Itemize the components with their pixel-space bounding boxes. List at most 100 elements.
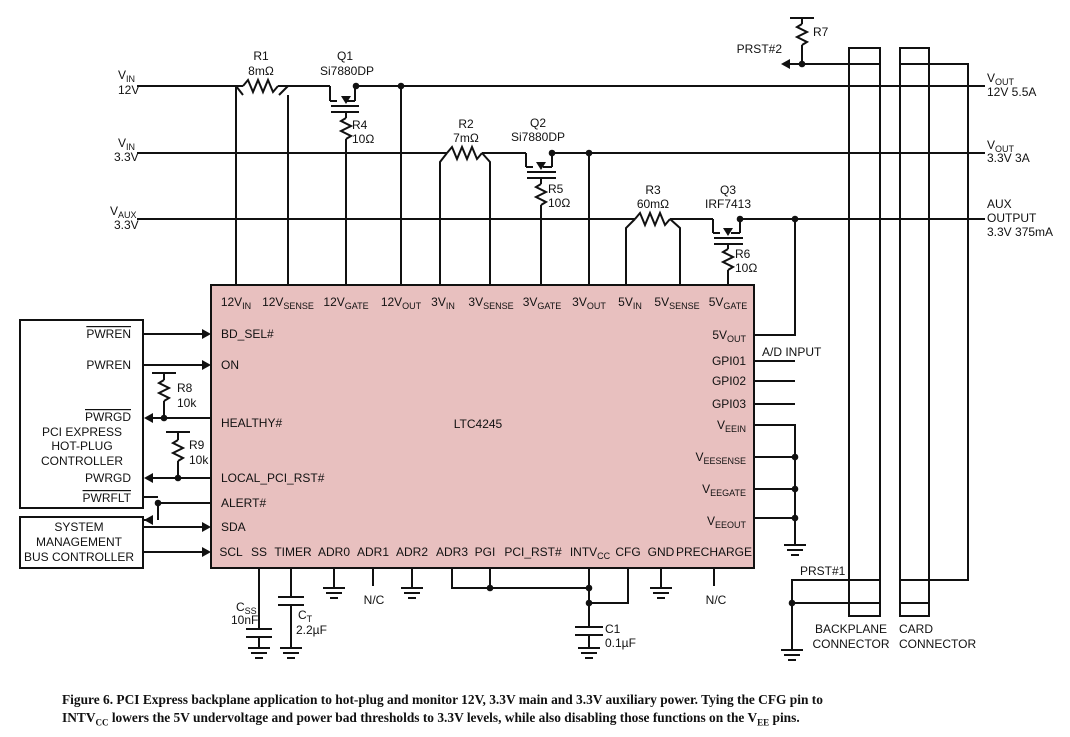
ic-top-pins: 12VIN 12VSENSE 12VGATE 12VOUT 3VIN 3VSEN… — [221, 295, 747, 311]
bottom-pin-wiring — [246, 568, 715, 659]
controller-name-2: HOT-PLUG — [51, 439, 112, 453]
card-label-1: CARD — [899, 622, 933, 636]
pin-on: ON — [221, 358, 239, 372]
r8-value: 10k — [177, 396, 197, 410]
q3-arrow — [723, 228, 733, 236]
vout33-value: 3.3V 3A — [987, 151, 1030, 165]
card-side-wiring — [880, 63, 985, 581]
card-connector — [899, 47, 930, 617]
controller-name-1: PCI EXPRESS — [42, 425, 122, 439]
q3-ref: Q3 — [720, 183, 736, 197]
figure-caption: Figure 6. PCI Express backplane applicat… — [62, 692, 823, 728]
right-pin-junctions — [791, 453, 799, 522]
r4-value: 10Ω — [352, 132, 374, 146]
q3-part: IRF7413 — [705, 197, 751, 211]
rail-aux — [137, 210, 849, 336]
vout33-label: VOUT — [987, 138, 1015, 154]
pin-gnd: GND — [648, 545, 675, 559]
smbus-controller-box — [19, 516, 144, 569]
schematic: LTC4245 12VIN 12VSENSE 12VGATE 12VOUT 3V… — [19, 17, 1053, 661]
vin12-label: VIN — [118, 68, 135, 84]
prst2-arrow — [781, 59, 790, 69]
hot-plug-controller-box — [19, 319, 144, 509]
adr1-nc: N/C — [364, 593, 385, 607]
connector-pins — [849, 63, 929, 604]
controller-name-3: CONTROLLER — [41, 454, 123, 468]
backplane-label-1: BACKPLANE — [815, 622, 887, 636]
r7-ref: R7 — [813, 25, 829, 39]
c1-ref: C1 — [605, 622, 621, 636]
r5-ref: R5 — [548, 182, 564, 196]
pin-intvcc: INTVCC — [570, 545, 611, 561]
pin-adr1: ADR1 — [357, 545, 389, 559]
controller-signal-pwrgd: PWRGD — [85, 471, 131, 485]
prst1-wiring — [781, 579, 849, 661]
controller-signal-pwren: PWREN — [86, 358, 131, 372]
ic-name: LTC4245 — [454, 417, 503, 431]
vin33-value: 3.3V — [114, 150, 139, 164]
r2-value: 7mΩ — [453, 131, 479, 145]
pin-cfg: CFG — [615, 545, 640, 559]
rail-12v — [137, 77, 849, 285]
aux-output-line2: OUTPUT — [987, 211, 1037, 225]
r5-value: 10Ω — [548, 196, 570, 210]
vin33-label: VIN — [118, 136, 135, 152]
pin-5vsense: 5VSENSE — [654, 295, 699, 311]
pin-adr2: ADR2 — [396, 545, 428, 559]
q2-ref: Q2 — [530, 116, 546, 130]
precharge-nc: N/C — [706, 593, 727, 607]
c1-value: 0.1µF — [605, 636, 636, 650]
r2-ref: R2 — [458, 117, 474, 131]
left-signal-wiring — [143, 333, 211, 553]
pin-veegate: VEEGATE — [702, 482, 746, 498]
left-signal-arrows — [144, 329, 211, 557]
vaux-label: VAUX — [110, 204, 137, 220]
pin-pgi: PGI — [475, 545, 496, 559]
backplane-label-2: CONNECTOR — [812, 637, 889, 651]
pin-bd-sel: BD_SEL# — [221, 327, 274, 341]
pin-3vsense: 3VSENSE — [468, 295, 513, 311]
pin-3vgate: 3VGATE — [523, 295, 562, 311]
controller-signal-pwren-n: PWREN — [86, 327, 131, 341]
bottom-junctions — [486, 584, 593, 607]
pin-12vin: 12VIN — [221, 295, 251, 311]
right-pin-wiring — [754, 360, 806, 556]
pin-healthy: HEALTHY# — [221, 416, 282, 430]
css-value: 10nF — [231, 613, 258, 627]
pin-precharge: PRECHARGE — [676, 545, 752, 559]
r1-value: 8mΩ — [248, 64, 274, 78]
r8-ref: R8 — [177, 381, 193, 395]
ltc4245-ic-body — [210, 284, 755, 569]
vin12-value: 12V — [118, 83, 139, 97]
pin-adr0: ADR0 — [318, 545, 350, 559]
pin-local-pci-rst: LOCAL_PCI_RST# — [221, 471, 325, 485]
css-label: CSS — [236, 600, 257, 616]
controller-signal-pwrflt-n: PWRFLT — [83, 491, 132, 505]
ct-label: CT — [298, 608, 313, 624]
ic-right-pins: 5VOUT GPI01 GPI02 GPI03 VEEIN VEESENSE V… — [695, 328, 746, 530]
prst1-junction — [788, 599, 796, 607]
vout12-label: VOUT — [987, 71, 1015, 87]
prst1-label: PRST#1 — [800, 564, 846, 578]
r6-ref: R6 — [735, 247, 751, 261]
pin-scl: SCL — [219, 545, 243, 559]
ic-bottom-pins: SCL SS TIMER ADR0 ADR1 ADR2 ADR3 PGI PCI… — [219, 545, 752, 561]
q1-part: Si7880DP — [320, 64, 374, 78]
prst2-label: PRST#2 — [737, 42, 783, 56]
pin-gpi01: GPI01 — [712, 354, 746, 368]
r3-value: 60mΩ — [637, 197, 669, 211]
pin-adr3: ADR3 — [436, 545, 468, 559]
pin-gpi03: GPI03 — [712, 397, 746, 411]
r9-ref: R9 — [189, 438, 205, 452]
r6-value: 10Ω — [735, 261, 757, 275]
vaux-value: 3.3V — [114, 218, 139, 232]
r9-value: 10k — [189, 453, 209, 467]
r4-ref: R4 — [352, 118, 368, 132]
card-label-2: CONNECTOR — [899, 637, 976, 651]
pin-12vsense: 12VSENSE — [262, 295, 314, 311]
ad-input-label: A/D INPUT — [762, 345, 822, 359]
pin-timer: TIMER — [274, 545, 312, 559]
pin-gpi02: GPI02 — [712, 374, 746, 388]
pin-ss: SS — [251, 545, 267, 559]
pin-5vgate: 5VGATE — [709, 295, 748, 311]
